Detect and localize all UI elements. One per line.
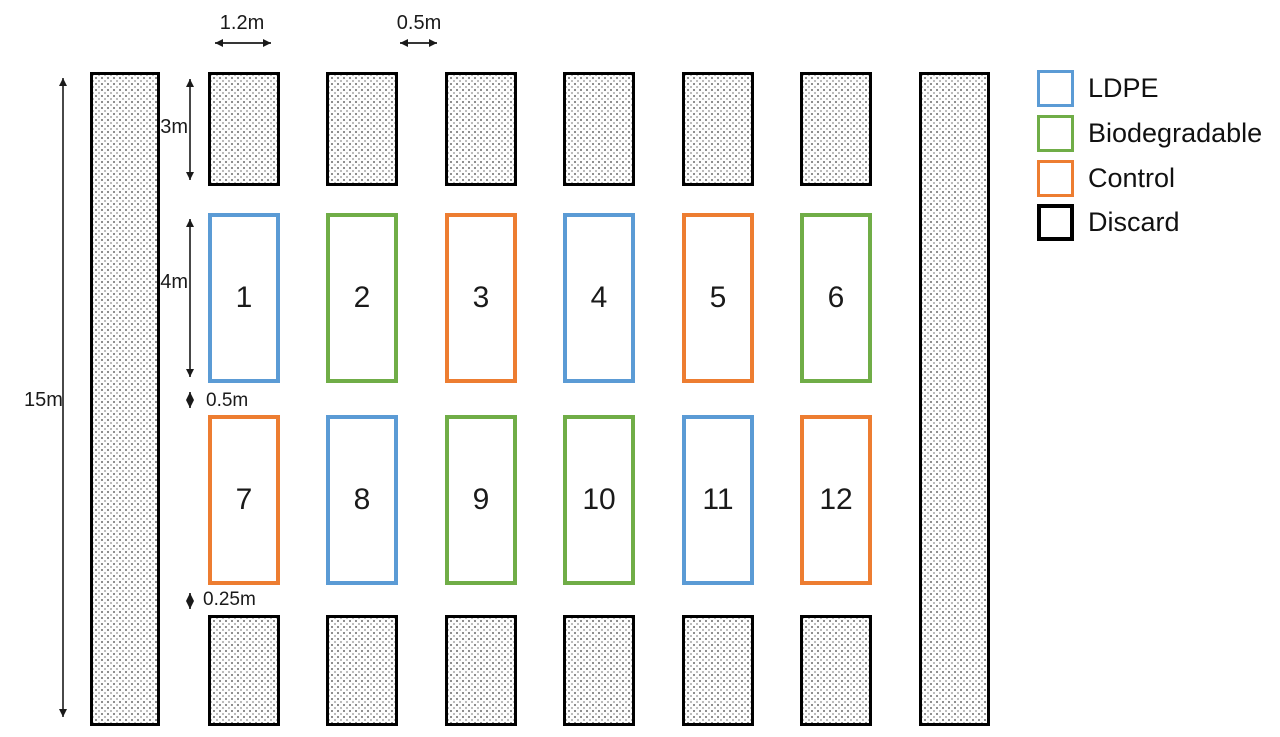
legend-swatch-ldpe xyxy=(1037,70,1074,107)
plot-2: 2 xyxy=(326,213,398,383)
plot-7: 7 xyxy=(208,415,280,585)
plot-12: 12 xyxy=(800,415,872,585)
discard-strip-right xyxy=(919,72,990,726)
discard-plot-bottom-6 xyxy=(800,615,872,726)
plot-number: 4 xyxy=(590,281,608,314)
plot-6: 6 xyxy=(800,213,872,383)
legend-item-control: Control xyxy=(1037,160,1175,197)
legend-item-ldpe: LDPE xyxy=(1037,70,1159,107)
discard-plot-top-3 xyxy=(445,72,517,186)
top-buffer-label: 3m xyxy=(160,116,188,138)
plot-5: 5 xyxy=(682,213,754,383)
discard-plot-top-5 xyxy=(682,72,754,186)
plot-width-label: 1.2m xyxy=(219,12,265,34)
plot-number: 5 xyxy=(709,281,727,314)
legend-label-biodegradable: Biodegradable xyxy=(1088,118,1263,148)
plot-number: 6 xyxy=(827,281,845,314)
plot-number: 2 xyxy=(353,281,371,314)
legend-swatch-discard xyxy=(1037,204,1074,241)
discard-plot-bottom-4 xyxy=(563,615,635,726)
plot-1: 1 xyxy=(208,213,280,383)
discard-plot-bottom-5 xyxy=(682,615,754,726)
plot-number: 7 xyxy=(235,483,253,516)
plot-number: 11 xyxy=(702,483,734,516)
legend-item-discard: Discard xyxy=(1037,204,1180,241)
plot-9: 9 xyxy=(445,415,517,585)
plot-number: 12 xyxy=(819,483,853,516)
legend-label-ldpe: LDPE xyxy=(1088,73,1159,103)
plot-number: 1 xyxy=(235,281,253,314)
column-gap-label: 0.5m xyxy=(396,12,442,34)
row-gap-label: 0.5m xyxy=(206,390,249,411)
legend-label-control: Control xyxy=(1088,163,1176,193)
plot-10: 10 xyxy=(563,415,635,585)
discard-plot-bottom-2 xyxy=(326,615,398,726)
plot-3: 3 xyxy=(445,213,517,383)
discard-plot-bottom-1 xyxy=(208,615,280,726)
plot-number: 10 xyxy=(582,483,616,516)
legend-swatch-control xyxy=(1037,160,1074,197)
discard-strip-left xyxy=(90,72,160,726)
discard-plot-top-2 xyxy=(326,72,398,186)
legend-swatch-biodegradable xyxy=(1037,115,1074,152)
discard-plot-top-1 xyxy=(208,72,280,186)
plot-number: 9 xyxy=(472,483,490,516)
legend-label-discard: Discard xyxy=(1088,207,1180,237)
plot-length-label: 4m xyxy=(160,271,188,293)
plot-11: 11 xyxy=(682,415,754,585)
plot-number: 3 xyxy=(472,281,490,314)
discard-plot-bottom-3 xyxy=(445,615,517,726)
discard-plot-top-4 xyxy=(563,72,635,186)
field-length-label: 15m xyxy=(24,389,63,411)
plot-8: 8 xyxy=(326,415,398,585)
bottom-gap-label: 0.25m xyxy=(203,589,256,610)
plot-4: 4 xyxy=(563,213,635,383)
legend-item-biodegradable: Biodegradable xyxy=(1037,115,1262,152)
discard-plot-top-6 xyxy=(800,72,872,186)
plot-number: 8 xyxy=(353,483,371,516)
